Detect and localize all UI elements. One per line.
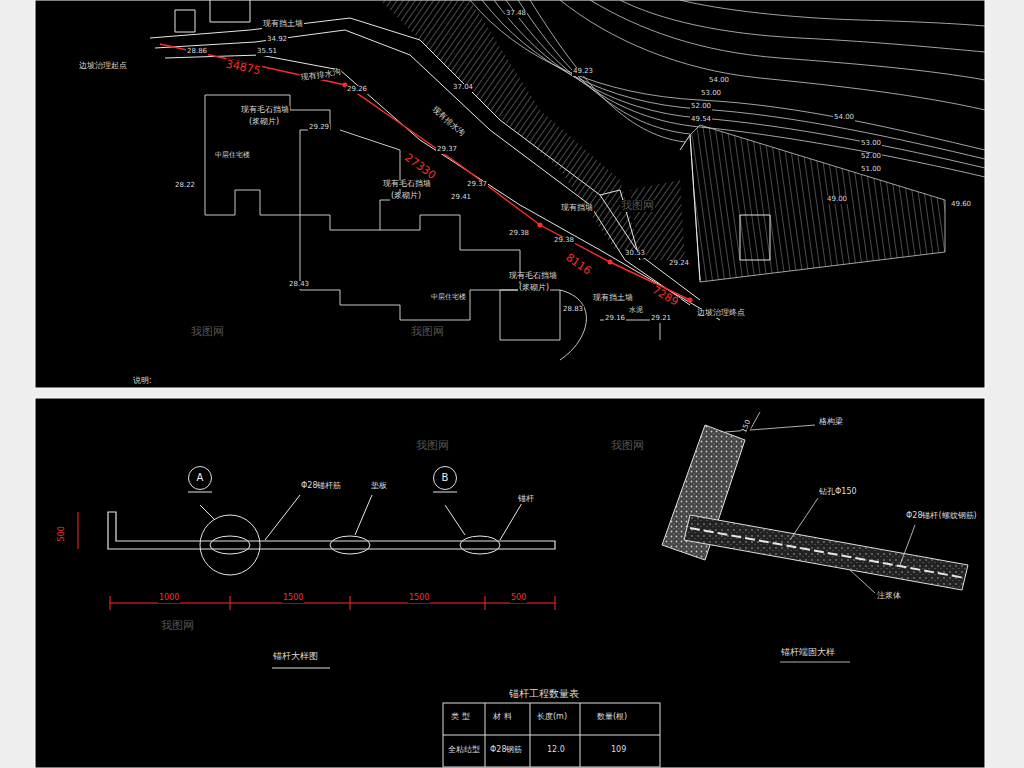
drawing-label: 500 [510,594,527,603]
drawing-label: 29.38 [553,237,575,245]
drawing-label: 1500 [282,594,304,603]
drawing-label: 现有毛石挡墙 [382,180,432,189]
drawing-label: Φ28锚杆(螺纹钢筋) [905,512,978,521]
drawing-label: 28.22 [174,182,196,190]
drawing-label: 我图网 [415,440,450,452]
drawing-label: 锚杆大样图 [272,652,319,662]
drawing-label: 中层住宅楼 [214,152,251,160]
drawing-label: 28.83 [562,306,584,314]
drawing-label: 现有毛石挡墙 [240,106,290,115]
drawing-label: 边坡治理终点 [696,309,746,318]
drawing-label: 12.0 [546,746,566,755]
drawing-label: (浆砌片) [248,118,280,127]
drawing-label: 28.86 [186,48,208,56]
detail-letter: B [442,473,449,483]
drawing-label: 29.21 [650,315,672,323]
drawing-label: 长度(m) [536,713,568,722]
drawing-label: 54.00 [833,114,855,122]
drawing-label: 材 料 [492,713,513,722]
drawing-label: 35.51 [256,48,278,56]
drawing-label: Φ28钢筋 [489,746,523,755]
drawing-label: 现有挡墙 [560,204,594,213]
drawing-label: 说明: [132,377,153,386]
drawing-label: 53.00 [860,140,882,148]
drawing-label: 34.92 [266,36,288,44]
drawing-label: 109 [610,746,627,755]
drawing-label: 现有挡土墙 [262,20,304,29]
drawing-label: 54.00 [708,77,730,85]
drawing-label: 中层住宅楼 [430,294,467,302]
detail-marker: A [188,466,212,490]
drawing-label: 锚杆端固大样 [780,648,836,658]
drawing-label: 37.04 [452,84,474,92]
drawing-label: 29.29 [308,124,330,132]
drawing-label: 29.37 [466,181,488,189]
drawing-label: Φ28锚杆筋 [300,482,342,491]
drawing-label: 1500 [408,594,430,603]
drawing-label: 29.38 [508,230,530,238]
drawing-label: 29.41 [450,194,472,202]
drawing-label: 水泥 [628,307,644,315]
drawing-label: 注浆体 [876,592,902,601]
drawing-label: 我图网 [610,440,645,452]
drawing-label: 类 型 [450,713,471,722]
drawing-label: 53.00 [700,90,722,98]
drawing-label: 49.23 [572,68,594,76]
drawing-label: 28.43 [288,281,310,289]
drawing-label: 1000 [158,594,180,603]
drawing-label: 锚杆工程数量表 [508,688,580,699]
drawing-label: 全粘结型 [447,746,481,755]
drawing-label: 锚杆 [517,495,535,504]
drawing-label: 29.24 [668,260,690,268]
drawing-label: 49.60 [950,201,972,209]
drawing-label: 垫板 [370,482,388,491]
detail-letter: A [197,473,204,483]
drawing-label: 现有毛石挡墙 [508,272,558,281]
drawing-label: 数量(根) [596,713,628,722]
drawing-label: 我图网 [410,326,445,338]
drawing-label: 29.26 [346,86,368,94]
drawing-label: 49.00 [826,196,848,204]
drawing-label: (浆砌片) [518,284,550,293]
drawing-label: (浆砌片) [390,192,422,201]
detail-marker: B [433,466,457,490]
drawing-label: 29.37 [436,146,458,154]
drawing-label: 边坡治理起点 [78,62,128,71]
drawing-label: 49.54 [690,116,712,124]
drawing-label: 52.00 [860,153,882,161]
drawing-label: 钻孔Φ150 [818,488,858,497]
drawing-label: 29.16 [604,315,626,323]
drawing-label: 37.48 [505,10,527,18]
drawing-label: 30.53 [624,250,646,258]
drawing-label: 我图网 [160,620,195,632]
drawing-label: 我图网 [620,200,655,212]
drawing-label: 500 [58,525,67,542]
drawing-label: 格构梁 [818,418,844,427]
drawing-label: 我图网 [190,326,225,338]
drawing-label: 现有挡土墙 [592,294,634,303]
drawing-label: 51.00 [860,166,882,174]
drawing-label: 52.00 [690,103,712,111]
